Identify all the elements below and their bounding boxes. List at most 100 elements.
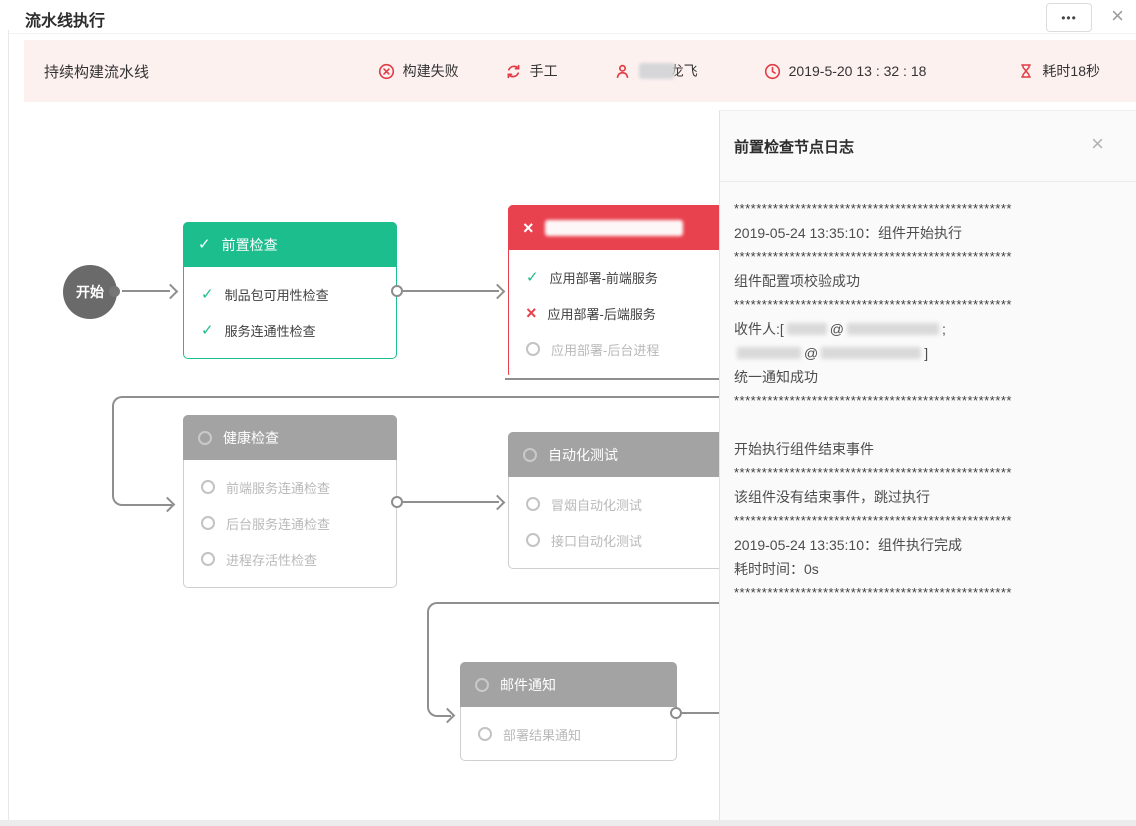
node-item[interactable]: × 应用部署-后端服务 [509,295,719,331]
more-button[interactable]: ••• [1046,3,1092,32]
check-icon: ✓ [526,268,539,286]
check-icon: ✓ [198,236,211,253]
build-result: 构建失败 [378,61,459,81]
node-body: 部署结果通知 [461,707,676,760]
node-item-label: 部署结果通知 [503,727,582,743]
node-body: 前端服务连通检查 后台服务连通检查 进程存活性检查 [184,460,396,587]
pending-circle-icon [526,342,540,356]
error-circle-icon [378,63,394,79]
node-item[interactable]: 应用部署-后台进程 [509,331,719,367]
log-text: 耗时时间：0s [734,561,819,577]
node-title: 邮件通知 [500,676,556,693]
start-label: 开始 [76,284,104,300]
trigger-mode-label: 手工 [529,63,558,79]
log-line: 开始执行组件结束事件 [734,437,1128,461]
log-panel-divider [720,181,1136,182]
pending-circle-icon [526,533,540,547]
log-line: 统一通知成功 [734,365,1128,389]
pending-circle-icon [478,727,492,741]
output-port [391,285,403,297]
node-item[interactable]: ✓ 应用部署-前端服务 [509,259,719,295]
node-item[interactable]: 冒烟自动化测试 [509,486,719,522]
node-autotest-clip: 自动化测试 冒烟自动化测试 接口自动化测试 [508,432,719,569]
executor-name: 龙飞 [669,63,698,79]
log-panel-close-icon[interactable]: × [1091,131,1104,156]
header-divider [9,33,1136,34]
log-line: 收件人:[@; [734,317,1128,341]
log-line: ****************************************… [734,585,1012,600]
log-text: @ [804,345,819,361]
log-line: ****************************************… [734,513,1012,528]
log-line: ****************************************… [734,465,1012,480]
build-result-label: 构建失败 [402,63,459,79]
pending-circle-icon [201,480,215,494]
build-status-bar: 持续构建流水线 构建失败 手工 龙飞 2019-5-20 13 : 32 : 1… [24,40,1136,102]
log-text: 开始执行组件结束事件 [734,441,874,457]
node-item-label: 应用部署-前端服务 [549,270,658,286]
log-line: ****************************************… [734,297,1012,312]
node-item[interactable]: 前端服务连通检查 [184,469,396,505]
close-icon[interactable]: × [1111,3,1124,28]
pending-circle-icon [475,677,489,692]
log-line [734,413,1128,437]
node-item-label: 前端服务连通检查 [226,480,331,496]
node-body: ✓ 制品包可用性检查 ✓ 服务连通性检查 [184,267,396,358]
node-mail-header: 邮件通知 [460,662,677,707]
node-body: ✓ 应用部署-前端服务 × 应用部署-后端服务 应用部署-后台进程 [509,250,719,375]
node-body: 冒烟自动化测试 接口自动化测试 [509,477,719,568]
log-text: 收件人:[ [734,321,784,337]
node-mail[interactable]: 邮件通知 部署结果通知 [460,662,677,761]
node-deploy-header: × [508,205,719,250]
redacted-node-title [544,219,683,236]
log-line: 2019-05-24 13:35:10：组件开始执行 [734,221,1128,245]
node-deploy[interactable]: × ✓ 应用部署-前端服务 × 应用部署-后端服务 应用部署-后台进程 [508,205,719,375]
node-item-label: 进程存活性检查 [226,552,318,568]
page-title: 流水线执行 [25,13,106,30]
log-line: 组件配置项校验成功 [734,269,1128,293]
log-line: ****************************************… [734,249,1012,264]
bottom-page-strip [0,820,1136,826]
log-line: 2019-05-24 13:35:10：组件执行完成 [734,533,1128,557]
node-item-label: 冒烟自动化测试 [551,497,643,513]
log-text: @ [829,321,844,337]
build-status-group: 构建失败 手工 龙飞 2019-5-20 13 : 32 : 18 耗时18秒 [378,61,1100,81]
connector-line [122,290,170,292]
log-line: 耗时时间：0s [734,557,1128,581]
node-item-label: 应用部署-后端服务 [547,306,656,322]
node-title: 健康检查 [223,429,279,446]
log-line: ****************************************… [734,201,1012,216]
node-item-label: 接口自动化测试 [551,533,643,549]
node-item[interactable]: 后台服务连通检查 [184,505,396,541]
cross-icon: × [526,303,537,323]
node-item[interactable]: 进程存活性检查 [184,541,396,577]
node-item[interactable]: ✓ 制品包可用性检查 [184,276,396,312]
log-text: 该组件没有结束事件，跳过执行 [734,489,930,505]
execute-time-label: 2019-5-20 13 : 32 : 18 [788,63,927,79]
node-precheck-header: ✓ 前置检查 [183,222,397,267]
redacted-text [821,347,922,359]
check-icon: ✓ [201,285,214,303]
duration: 耗时18秒 [1018,61,1100,81]
log-content: ****************************************… [734,197,1128,818]
redacted-text [786,323,827,335]
node-precheck[interactable]: ✓ 前置检查 ✓ 制品包可用性检查 ✓ 服务连通性检查 [183,222,397,359]
node-item[interactable]: 接口自动化测试 [509,522,719,558]
node-item-label: 服务连通性检查 [224,323,316,339]
clock-icon [764,63,780,79]
connector-elbow [112,489,172,506]
node-item[interactable]: 部署结果通知 [461,716,676,752]
node-autotest[interactable]: 自动化测试 冒烟自动化测试 接口自动化测试 [508,432,719,569]
connector-elbow [427,702,451,717]
connector-line [505,378,719,380]
log-text: 2019-05-24 13:35:10：组件执行完成 [734,537,962,553]
hourglass-icon [1021,64,1032,78]
connector-line [681,712,719,714]
pending-circle-icon [201,552,215,566]
output-port [391,496,403,508]
node-health[interactable]: 健康检查 前端服务连通检查 后台服务连通检查 进程存活性检查 [183,415,397,588]
node-item[interactable]: ✓ 服务连通性检查 [184,312,396,348]
trigger-mode: 手工 [505,61,558,81]
log-panel: 前置检查节点日志 × *****************************… [719,110,1136,826]
start-node: 开始 [63,265,117,319]
pending-circle-icon [198,430,212,445]
